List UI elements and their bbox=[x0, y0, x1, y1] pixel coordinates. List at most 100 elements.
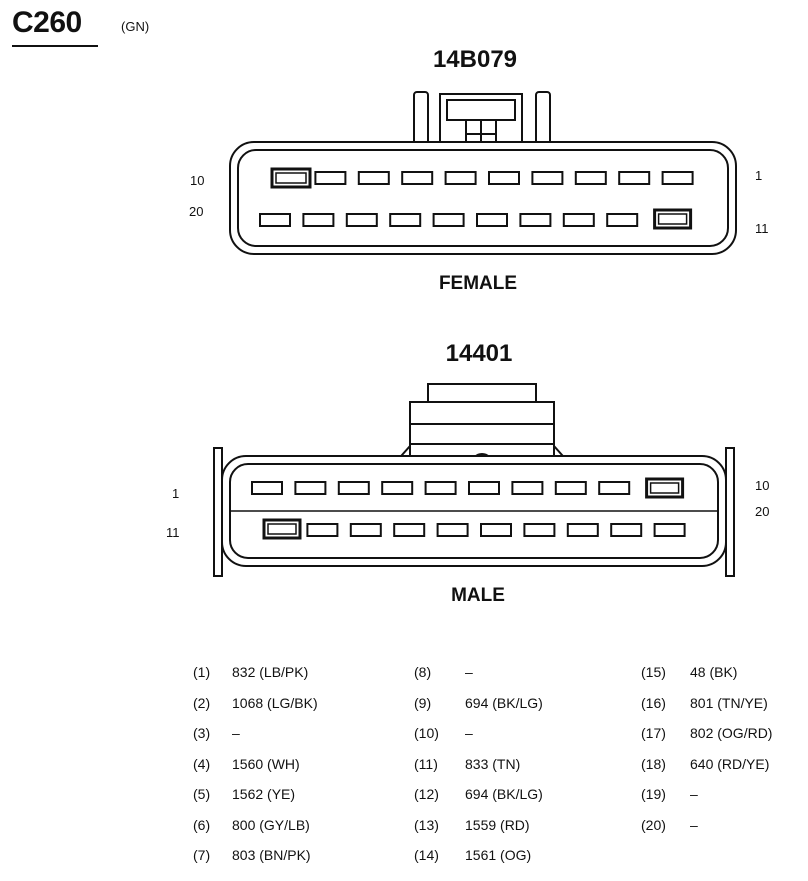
pin-number: (10) bbox=[414, 725, 439, 741]
female-cavity bbox=[444, 171, 477, 185]
male-cavity bbox=[523, 523, 556, 537]
pinout-row: (13) 1559 (RD) bbox=[414, 816, 530, 833]
female-cavity bbox=[519, 213, 552, 227]
pin-number: (1) bbox=[193, 664, 211, 680]
pin-number: (13) bbox=[414, 816, 439, 833]
male-cavity bbox=[424, 481, 457, 495]
female-cavity bbox=[606, 213, 639, 227]
pinout-row: (15)48 (BK) bbox=[641, 664, 737, 680]
male-label: MALE bbox=[451, 585, 505, 606]
pinout-row: (9) 694 (BK/LG) bbox=[414, 694, 543, 711]
pinout-row: (17) 802 (OG/RD) bbox=[641, 725, 772, 741]
female-cavity bbox=[270, 167, 312, 189]
female-cavity bbox=[488, 171, 520, 185]
pin-circuit: 802 (OG/RD) bbox=[690, 725, 773, 741]
pin-circuit: 832 (LB/PK) bbox=[232, 664, 309, 680]
male-cavity-inner bbox=[649, 482, 680, 494]
pin-number: (17) bbox=[641, 725, 666, 741]
connector-color-code: (GN) bbox=[121, 19, 150, 34]
female-cavity bbox=[345, 213, 378, 227]
pin-number: (5) bbox=[193, 786, 211, 802]
pin-number: (6) bbox=[193, 816, 211, 833]
pin-number: (4) bbox=[193, 755, 211, 772]
pin-circuit: 694 (BK/LG) bbox=[465, 694, 543, 711]
female-cavity bbox=[661, 171, 694, 185]
male-cavity-inner bbox=[267, 523, 297, 535]
pin-circuit: 1559 (RD) bbox=[465, 816, 530, 833]
male-cavity bbox=[653, 523, 686, 537]
pin-number: (12) bbox=[414, 786, 439, 802]
pin-number: (8) bbox=[414, 664, 432, 680]
pinout-row: (12)694 (BK/LG) bbox=[414, 786, 543, 802]
male-pin-label-20: 20 bbox=[755, 504, 770, 519]
title-underline bbox=[12, 45, 98, 47]
female-cavity-inner bbox=[275, 172, 307, 184]
pin-number: (16) bbox=[641, 694, 666, 711]
pin-circuit: – bbox=[465, 664, 473, 680]
female-part-number: 14B079 bbox=[432, 46, 518, 73]
female-cavity bbox=[357, 171, 390, 185]
female-cavity bbox=[476, 213, 508, 227]
pin-number: (20) bbox=[641, 816, 666, 833]
male-cavity bbox=[337, 481, 370, 495]
pin-number: (9) bbox=[414, 694, 432, 711]
female-pin-cavities bbox=[259, 167, 694, 230]
pinout-row: (5)1562 (YE) bbox=[193, 786, 295, 802]
pin-circuit: 1068 (LG/BK) bbox=[232, 694, 318, 711]
pin-number: (2) bbox=[193, 694, 211, 711]
pin-circuit: 800 (GY/LB) bbox=[232, 816, 310, 833]
pinout-row: (6) 800 (GY/LB) bbox=[193, 816, 310, 833]
male-cavity bbox=[511, 481, 544, 495]
female-cavity-inner bbox=[657, 213, 688, 225]
pin-number: (7) bbox=[193, 847, 211, 863]
male-cavity bbox=[645, 477, 685, 499]
connector-name: C260 bbox=[12, 6, 82, 39]
male-pin-label-10: 10 bbox=[755, 478, 770, 493]
pinout-row: (8) – bbox=[414, 664, 473, 680]
male-cavity bbox=[393, 523, 426, 537]
pin-circuit: – bbox=[232, 725, 240, 741]
female-cavity bbox=[618, 171, 651, 185]
male-cavity bbox=[480, 523, 512, 537]
pin-circuit: – bbox=[465, 725, 473, 741]
male-cavity bbox=[598, 481, 631, 495]
male-cavity bbox=[381, 481, 414, 495]
female-cavity bbox=[574, 171, 607, 185]
male-cavity bbox=[262, 518, 302, 540]
female-cavity bbox=[314, 171, 347, 185]
pin-circuit: 640 (RD/YE) bbox=[690, 755, 770, 772]
pin-number: (3) bbox=[193, 725, 211, 741]
male-pin-label-1: 1 bbox=[172, 486, 180, 501]
female-cavity bbox=[531, 171, 564, 185]
female-cavity bbox=[653, 208, 693, 230]
male-cavity bbox=[566, 523, 599, 537]
male-pin-cavities bbox=[251, 477, 686, 540]
male-cavity bbox=[349, 523, 382, 537]
female-cavity bbox=[401, 171, 434, 185]
female-cavity bbox=[389, 213, 422, 227]
female-cavity bbox=[562, 213, 595, 227]
pinout-row: (2) 1068 (LG/BK) bbox=[193, 694, 318, 711]
female-pin-label-10: 10 bbox=[190, 173, 205, 188]
pin-number: (14) bbox=[414, 847, 439, 863]
pin-circuit: 1560 (WH) bbox=[232, 755, 300, 772]
pin-number: (19) bbox=[641, 786, 666, 802]
female-pin-label-1: 1 bbox=[755, 168, 763, 183]
female-pin-label-20: 20 bbox=[189, 204, 204, 219]
pinout-row: (14) 1561 (OG) bbox=[414, 847, 531, 863]
male-cavity bbox=[468, 481, 500, 495]
female-cavity bbox=[302, 213, 335, 227]
male-cavity bbox=[554, 481, 587, 495]
pin-number: (11) bbox=[414, 755, 438, 772]
pin-circuit: 1561 (OG) bbox=[465, 847, 532, 863]
pin-circuit: – bbox=[690, 816, 698, 833]
male-cavity bbox=[610, 523, 643, 537]
male-cavity bbox=[306, 523, 339, 537]
pin-circuit: 803 (BN/PK) bbox=[232, 847, 311, 863]
pinout-row: (20) – bbox=[641, 816, 698, 833]
pinout-row: (11)833 (TN) bbox=[414, 755, 520, 772]
pinout-row: (7) 803 (BN/PK) bbox=[193, 847, 311, 863]
pinout-row: (3) – bbox=[193, 725, 240, 741]
pinout-row: (18)640 (RD/YE) bbox=[641, 756, 769, 772]
